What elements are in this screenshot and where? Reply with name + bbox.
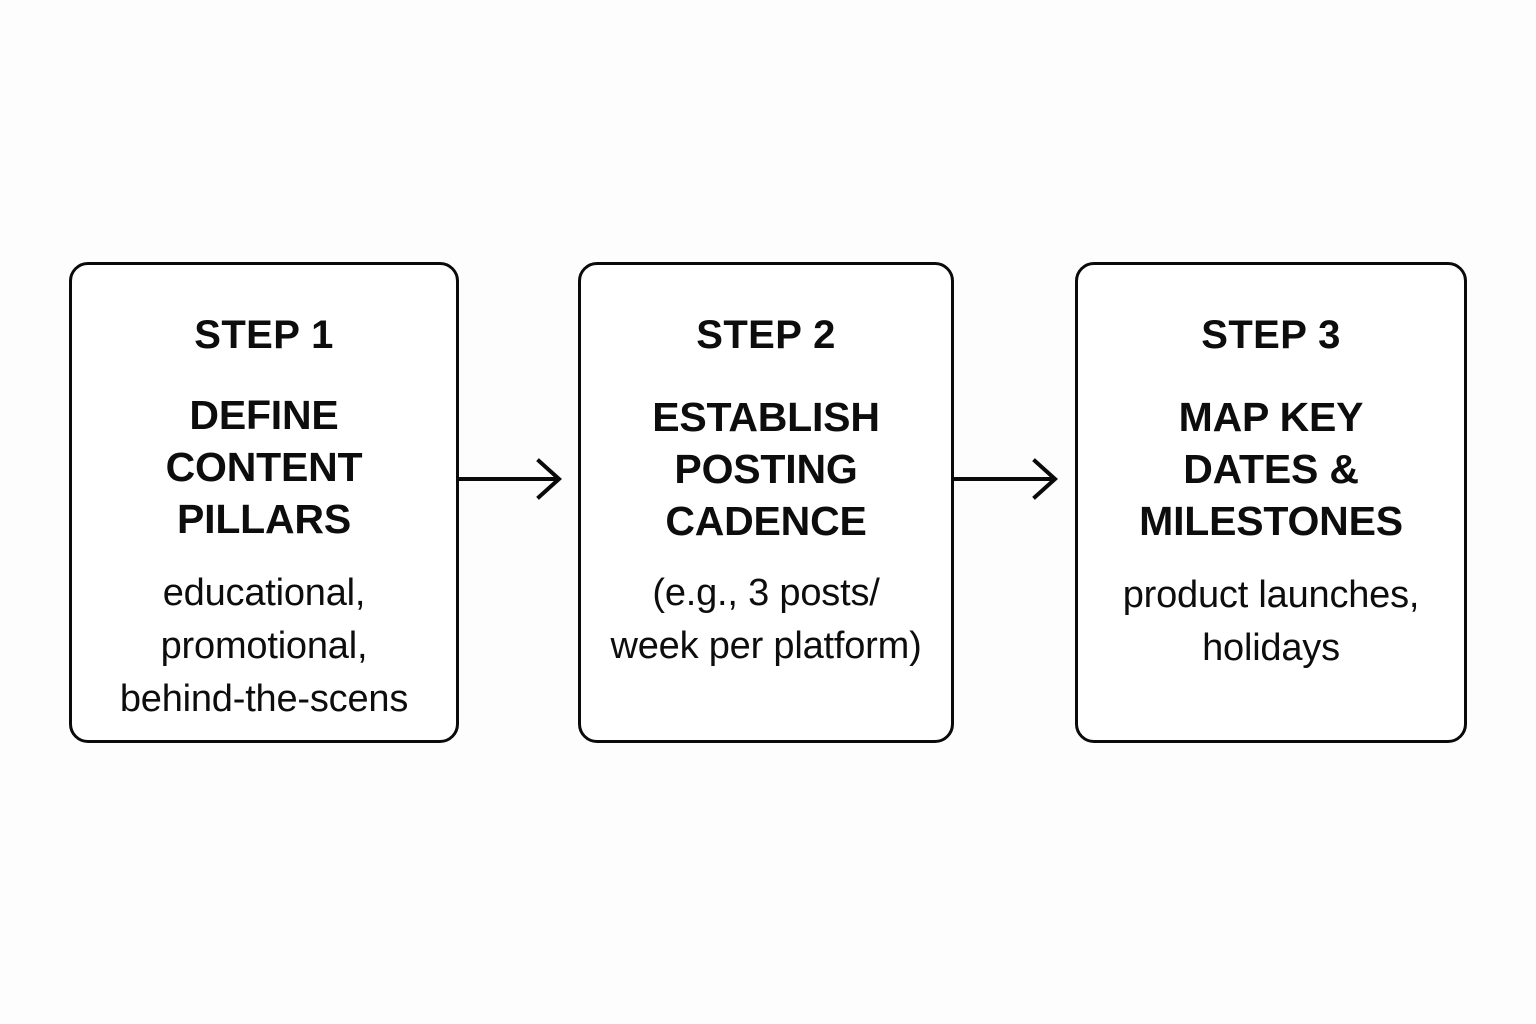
step-detail-3: product launches, holidays — [1122, 574, 1420, 669]
step-kicker-1: STEP 1 — [194, 313, 334, 357]
step-kicker-2: STEP 2 — [696, 313, 836, 357]
step-detail-1: educational, promotional, behind-the-sce… — [119, 572, 409, 720]
step-title-2: ESTABLISH POSTING CADENCE — [652, 394, 880, 544]
connector-step1-step2 — [457, 455, 581, 503]
step-box-3[interactable]: STEP 3 MAP KEY DATES & MILESTONES produc… — [1075, 262, 1467, 743]
step-detail-2: (e.g., 3 posts/ week per platform) — [610, 572, 922, 667]
arrow-right-icon — [457, 455, 581, 503]
arrow-right-icon — [951, 455, 1077, 503]
step-title-3: MAP KEY DATES & MILESTONES — [1139, 394, 1403, 544]
step-kicker-3: STEP 3 — [1201, 313, 1341, 357]
step-box-1[interactable]: STEP 1 DEFINE CONTENT PILLARS educationa… — [69, 262, 459, 743]
step-title-1: DEFINE CONTENT PILLARS — [165, 392, 363, 542]
step-box-2[interactable]: STEP 2 ESTABLISH POSTING CADENCE (e.g., … — [578, 262, 954, 743]
connector-step2-step3 — [951, 455, 1077, 503]
